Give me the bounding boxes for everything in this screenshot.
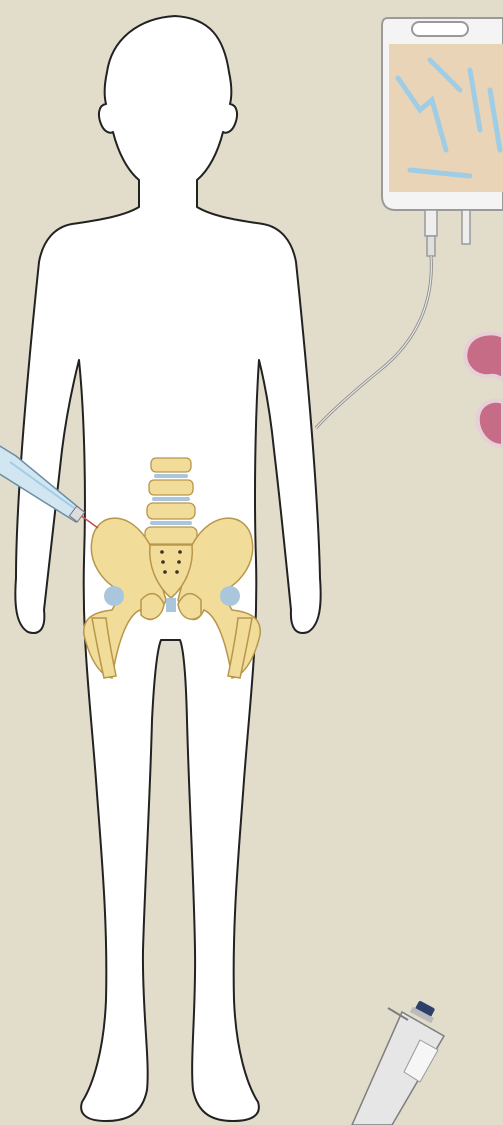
transplant-illustration [0,0,503,1125]
illustration-canvas [0,0,503,1125]
